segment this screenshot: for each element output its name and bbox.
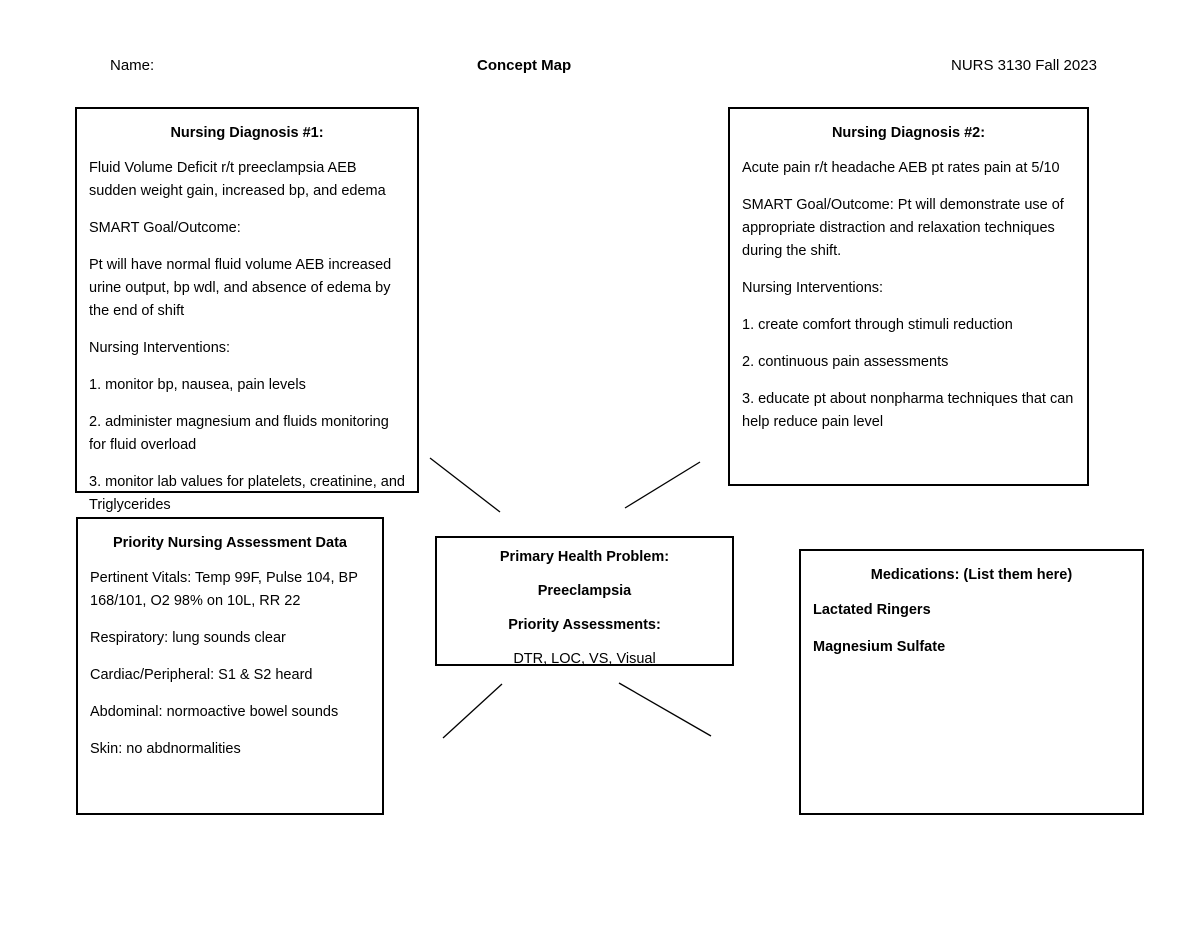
diagnosis-1-goal-text: Pt will have normal fluid volume AEB inc… [89, 257, 392, 319]
diagnosis-1-interventions-label: Nursing Interventions: [89, 340, 231, 356]
diagnosis-2-title: Nursing Diagnosis #2: [831, 125, 986, 141]
nursing-diagnosis-1-box: Nursing Diagnosis #1: Fluid Volume Defic… [75, 107, 419, 513]
medications-box: Medications: (List them here) Lactated R… [799, 549, 1144, 815]
diagnosis-1-intervention-3: 3. monitor lab values for platelets, cre… [89, 474, 405, 513]
name-label: Name: [110, 57, 155, 74]
primary-health-problem-box: Primary Health Problem: Preeclampsia Pri… [435, 536, 734, 667]
connector-upper-left [429, 457, 501, 513]
assessment-cardiac: Cardiac/Peripheral: S1 & S2 heard [90, 667, 313, 683]
course-label: NURS 3130 Fall 2023 [951, 57, 1097, 74]
primary-problem-label: Primary Health Problem: [499, 549, 670, 565]
diagnosis-1-intervention-1: 1. monitor bp, nausea, pain levels [89, 377, 306, 393]
assessment-title: Priority Nursing Assessment Data [113, 535, 347, 551]
diagnosis-2-interventions-label: Nursing Interventions: [742, 280, 884, 296]
connector-lower-left [442, 683, 503, 739]
diagnosis-2-intervention-1: 1. create comfort through stimuli reduct… [742, 317, 1013, 333]
diagnosis-2-intervention-3: 3. educate pt about nonpharma techniques… [742, 391, 1074, 430]
priority-assessment-box: Priority Nursing Assessment Data Pertine… [76, 517, 384, 815]
connector-upper-right [624, 461, 701, 509]
connector-lower-right [618, 682, 712, 737]
assessment-skin: Skin: no abdnormalities [90, 741, 241, 757]
diagnosis-1-intervention-2: 2. administer magnesium and fluids monit… [89, 414, 389, 453]
assessment-vitals: Pertinent Vitals: Temp 99F, Pulse 104, B… [90, 570, 358, 609]
diagnosis-1-goal-label: SMART Goal/Outcome: [89, 220, 241, 236]
primary-problem-value: Preeclampsia [537, 583, 632, 599]
medications-title: Medications: (List them here) [870, 567, 1073, 583]
assessment-abdominal: Abdominal: normoactive bowel sounds [90, 704, 339, 720]
assessment-respiratory: Respiratory: lung sounds clear [90, 630, 286, 646]
medication-item-1: Lactated Ringers [813, 602, 931, 618]
diagnosis-2-statement: Acute pain r/t headache AEB pt rates pai… [742, 160, 1060, 176]
nursing-diagnosis-2-box: Nursing Diagnosis #2: Acute pain r/t hea… [728, 107, 1089, 486]
medication-item-2: Magnesium Sulfate [813, 639, 946, 655]
diagnosis-1-title: Nursing Diagnosis #1: [170, 125, 324, 141]
diagnosis-2-goal-text: SMART Goal/Outcome: Pt will demonstrate … [742, 197, 1064, 259]
diagnosis-2-intervention-2: 2. continuous pain assessments [742, 354, 949, 370]
page-title: Concept Map [477, 57, 572, 74]
diagnosis-1-statement: Fluid Volume Deficit r/t preeclampsia AE… [89, 160, 386, 199]
priority-assessments-label: Priority Assessments: [508, 617, 661, 633]
priority-assessments-value: DTR, LOC, VS, Visual [513, 651, 656, 667]
